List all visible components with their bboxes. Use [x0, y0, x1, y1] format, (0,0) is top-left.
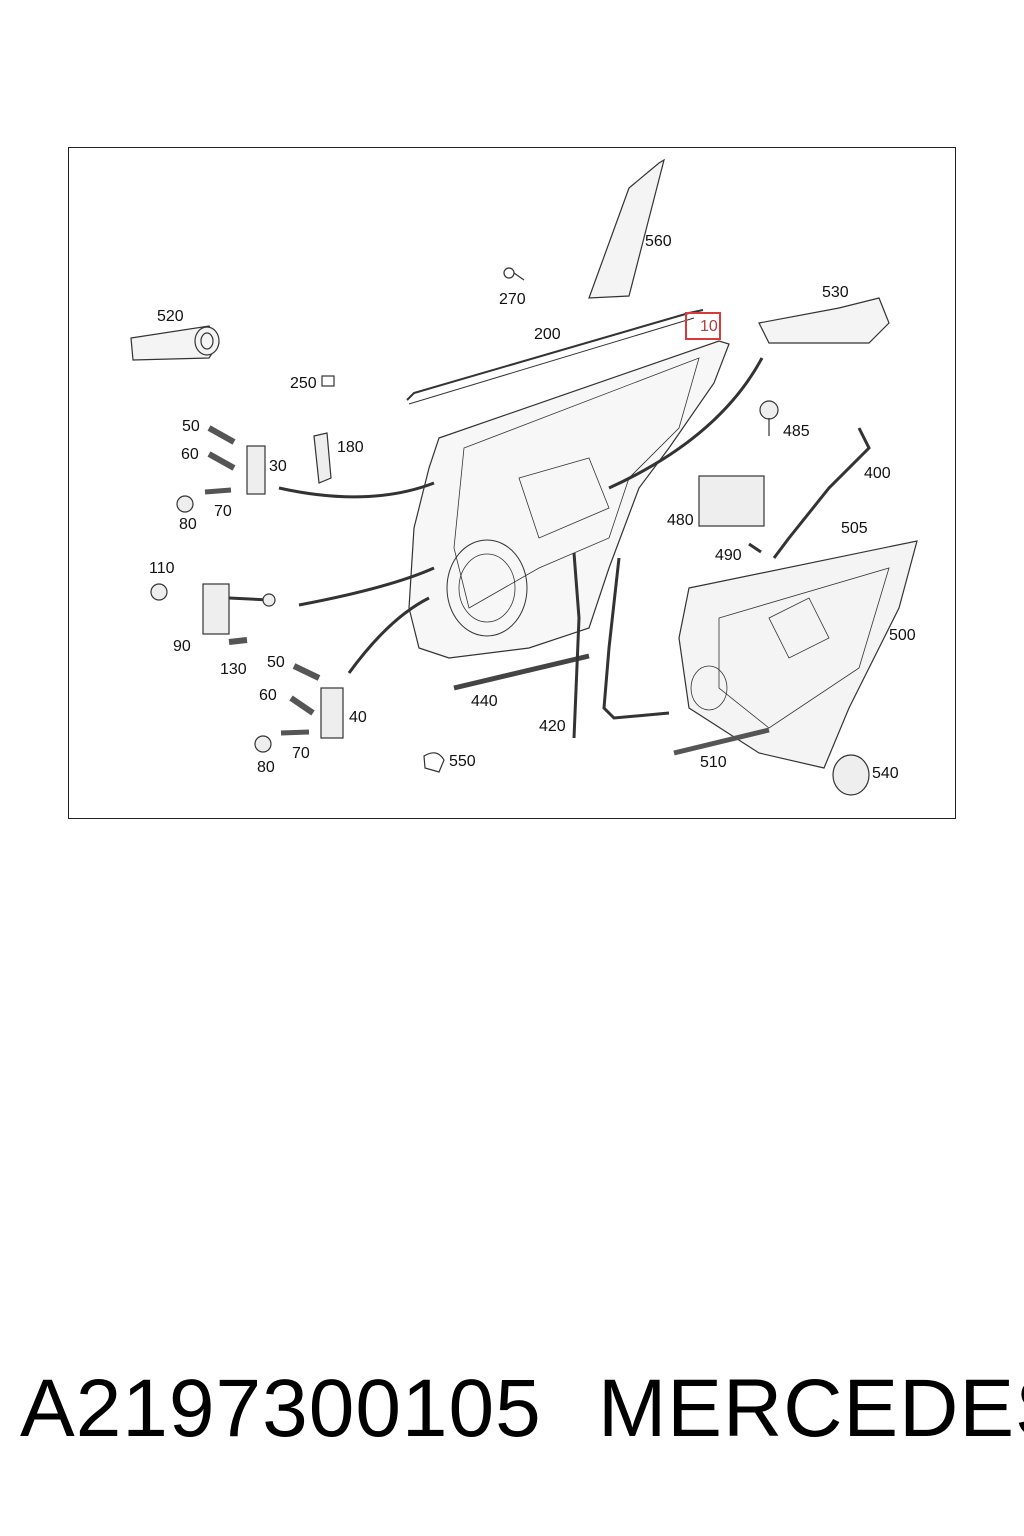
screw-490-shape [748, 542, 762, 554]
callout-540[interactable]: 540 [872, 765, 899, 782]
callout-60-lower[interactable]: 60 [259, 687, 277, 704]
handle-520-shape [130, 325, 220, 361]
callout-440[interactable]: 440 [471, 693, 498, 710]
door-shell-10 [408, 340, 730, 659]
callout-510[interactable]: 510 [700, 754, 727, 771]
callout-80-upper[interactable]: 80 [179, 516, 197, 533]
parts-diagram-frame: 10 560 270 200 520 530 250 485 400 50 18… [68, 147, 956, 819]
part-180-shape [313, 432, 332, 484]
callout-180[interactable]: 180 [337, 439, 364, 456]
clip-250-shape [321, 375, 335, 387]
callout-110[interactable]: 110 [149, 560, 175, 577]
strip-440-shape [453, 653, 590, 691]
rod-510-shape [673, 727, 770, 756]
speaker-opening [446, 539, 528, 637]
callout-505[interactable]: 505 [841, 520, 868, 537]
part-info-footer: A2197300105 MERCEDES [20, 1363, 1024, 1468]
seal-200-shape [406, 309, 704, 401]
hinge-upper-30-shape [176, 425, 266, 513]
callout-10-highlight [685, 312, 721, 340]
arrow-40 [347, 596, 430, 674]
callout-480[interactable]: 480 [667, 512, 694, 529]
seal-420-shape [572, 552, 581, 739]
door-exploded-drawing [130, 158, 918, 796]
callout-200[interactable]: 200 [534, 326, 561, 343]
callout-60-upper[interactable]: 60 [181, 446, 199, 463]
callout-550[interactable]: 550 [449, 753, 476, 770]
check-strap-90-shape [150, 583, 276, 645]
callout-10[interactable]: 10 [700, 318, 718, 335]
callout-560[interactable]: 560 [645, 233, 672, 250]
callout-70-lower[interactable]: 70 [292, 745, 310, 762]
callout-520[interactable]: 520 [157, 308, 184, 325]
clip-550-shape [423, 752, 445, 773]
window-trim-560 [588, 158, 665, 299]
clip-485-shape [759, 400, 779, 436]
arrow-530 [608, 357, 764, 490]
arrow-30 [278, 481, 435, 499]
callout-530[interactable]: 530 [822, 284, 849, 301]
part-number: A2197300105 [20, 1363, 542, 1454]
callout-490[interactable]: 490 [715, 547, 742, 564]
module-480-shape [698, 475, 765, 527]
callout-130[interactable]: 130 [220, 661, 247, 678]
callout-40[interactable]: 40 [349, 709, 367, 726]
callout-50-upper[interactable]: 50 [182, 418, 200, 435]
door-panel-500 [678, 540, 918, 769]
callout-485[interactable]: 485 [783, 423, 810, 440]
cable-400-shape [772, 427, 871, 559]
callout-30[interactable]: 30 [269, 458, 287, 475]
callout-80-lower[interactable]: 80 [257, 759, 275, 776]
callout-270[interactable]: 270 [499, 291, 526, 308]
callout-70-upper[interactable]: 70 [214, 503, 232, 520]
arrow-90 [298, 566, 435, 607]
callout-250[interactable]: 250 [290, 375, 317, 392]
cover-540-shape [832, 754, 870, 796]
hinge-lower-40-shape [254, 663, 344, 753]
callout-420[interactable]: 420 [539, 718, 566, 735]
callout-50-lower[interactable]: 50 [267, 654, 285, 671]
clip-270-shape [503, 267, 525, 281]
brand-name: MERCEDES [598, 1363, 1024, 1454]
callout-90[interactable]: 90 [173, 638, 191, 655]
callout-500[interactable]: 500 [889, 627, 916, 644]
callout-400[interactable]: 400 [864, 465, 891, 482]
bracket-530-shape [758, 297, 890, 344]
